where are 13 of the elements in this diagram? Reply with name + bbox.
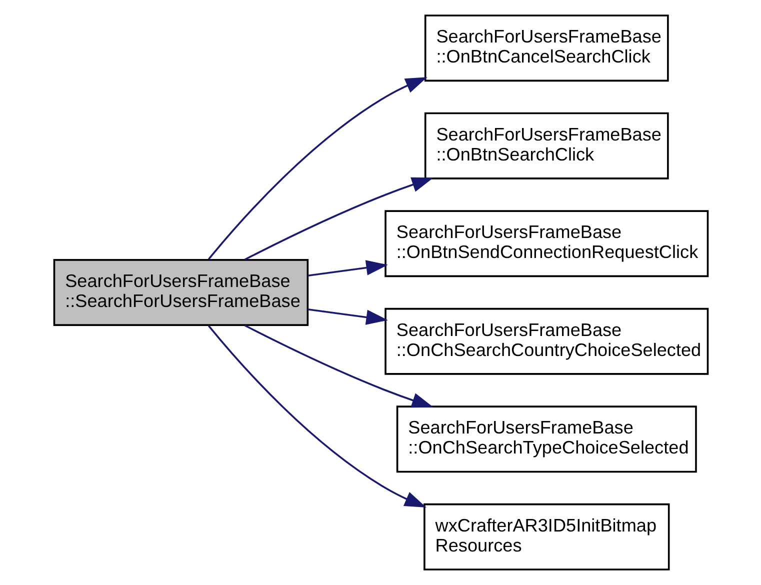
node-box: SearchForUsersFrameBase ::OnChSearchTypeChoiceSelected bbox=[396, 406, 696, 473]
node-box: SearchForUsersFrameBase ::OnBtnCancelSearchClick bbox=[424, 14, 668, 82]
node-box: SearchForUsersFrameBase ::OnBtnSearchClick bbox=[424, 112, 668, 180]
node-box: wxCrafterAR3ID5InitBitmap Resources bbox=[423, 503, 670, 570]
arrow bbox=[307, 308, 388, 325]
node-box: SearchForUsersFrameBase ::OnBtnSendConnectionRequestClick bbox=[384, 210, 708, 278]
arrow bbox=[244, 177, 434, 260]
node-box: SearchForUsersFrameBase ::OnChSearchCountryChoiceSelected bbox=[384, 308, 708, 375]
arrow bbox=[207, 325, 426, 508]
arrow bbox=[244, 324, 434, 408]
arrow bbox=[307, 260, 388, 276]
node-box: SearchForUsersFrameBase ::SearchForUsersFrameBase bbox=[52, 259, 308, 326]
arrow bbox=[207, 77, 427, 260]
